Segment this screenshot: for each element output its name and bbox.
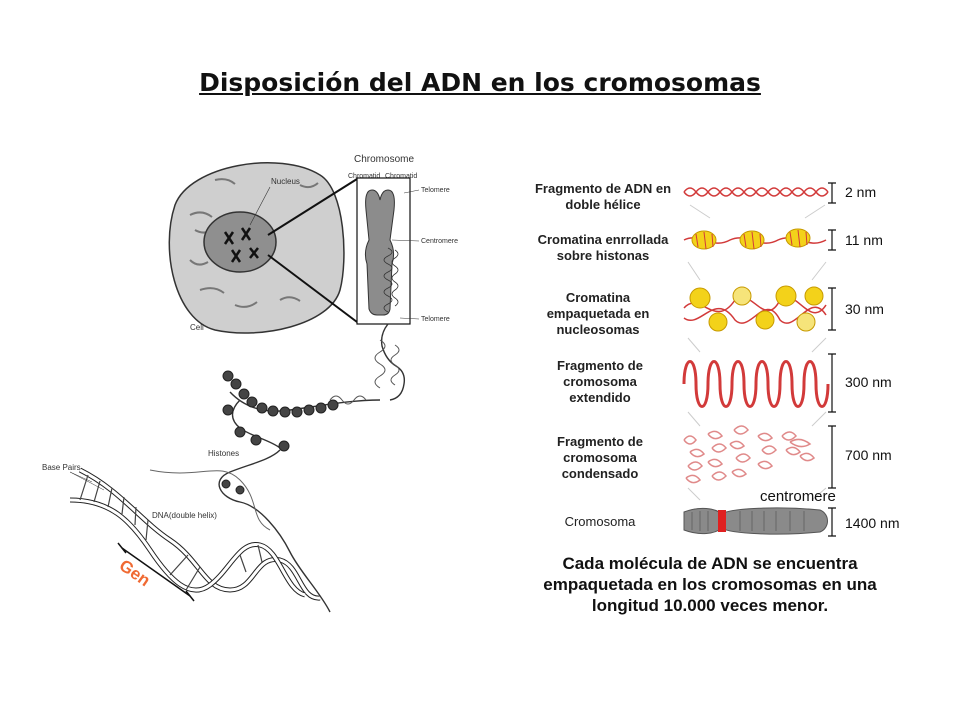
nucleus-label: Nucleus	[271, 177, 300, 186]
level-dna-helix	[683, 187, 829, 197]
level-label-extended: Fragmento de cromosoma extendido	[557, 358, 643, 405]
chromatid-left-label: Chromatid	[348, 173, 380, 180]
level-extended	[682, 360, 830, 408]
level-30nm-fiber	[683, 285, 827, 332]
chromosome-illustration: Chromosome Chromatid Chromatid Telomere …	[348, 154, 458, 325]
scale-brackets	[828, 182, 836, 537]
centromere-label: centromere	[760, 488, 836, 505]
level-label-histones: Cromatina enrrollada sobre histonas	[537, 232, 669, 263]
chromatid-right-label: Chromatid	[385, 173, 417, 180]
chromatin-fiber	[218, 323, 406, 613]
caption: Cada molécula de ADN se encuentra empaqu…	[543, 554, 877, 615]
base-pairs-label: Base Pairs	[42, 463, 81, 472]
level-label-nucleosomes: Cromatina empaquetada en nucleosomas	[546, 290, 650, 337]
cell-label: Cell	[190, 323, 204, 332]
size-1400nm: 1400 nm	[845, 515, 899, 531]
telomere-top-label: Telomere	[421, 187, 450, 194]
size-300nm: 300 nm	[845, 374, 892, 390]
nucleus-shape	[203, 211, 277, 273]
level-condensed	[683, 425, 816, 484]
solenoid-coils	[221, 370, 339, 495]
gene-label: Gen	[116, 556, 154, 591]
chromosome-heading: Chromosome	[354, 154, 414, 165]
level-label-condensed: Fragmento de cromosoma condensado	[557, 434, 643, 481]
size-2nm: 2 nm	[845, 184, 876, 200]
level-label-chromosome: Cromosoma	[564, 514, 636, 529]
centromere-mark	[718, 510, 726, 532]
size-11nm: 11 nm	[845, 232, 883, 248]
size-700nm: 700 nm	[845, 447, 892, 463]
telomere-bottom-label: Telomere	[421, 316, 450, 323]
centromere-left-label: Centromere	[421, 238, 458, 245]
fiber-loops	[329, 339, 400, 405]
level-chromosome: centromere	[683, 488, 836, 535]
size-30nm: 30 nm	[845, 301, 884, 317]
cell-illustration: Nucleus Cell	[168, 162, 358, 334]
level-label-dna: Fragmento de ADN en doble hélice	[534, 181, 672, 212]
dna-label: DNA(double helix)	[152, 511, 217, 520]
page-title: Disposición del ADN en los cromosomas	[199, 68, 761, 97]
histones-label: Histones	[208, 449, 239, 458]
level-histones	[683, 228, 827, 250]
